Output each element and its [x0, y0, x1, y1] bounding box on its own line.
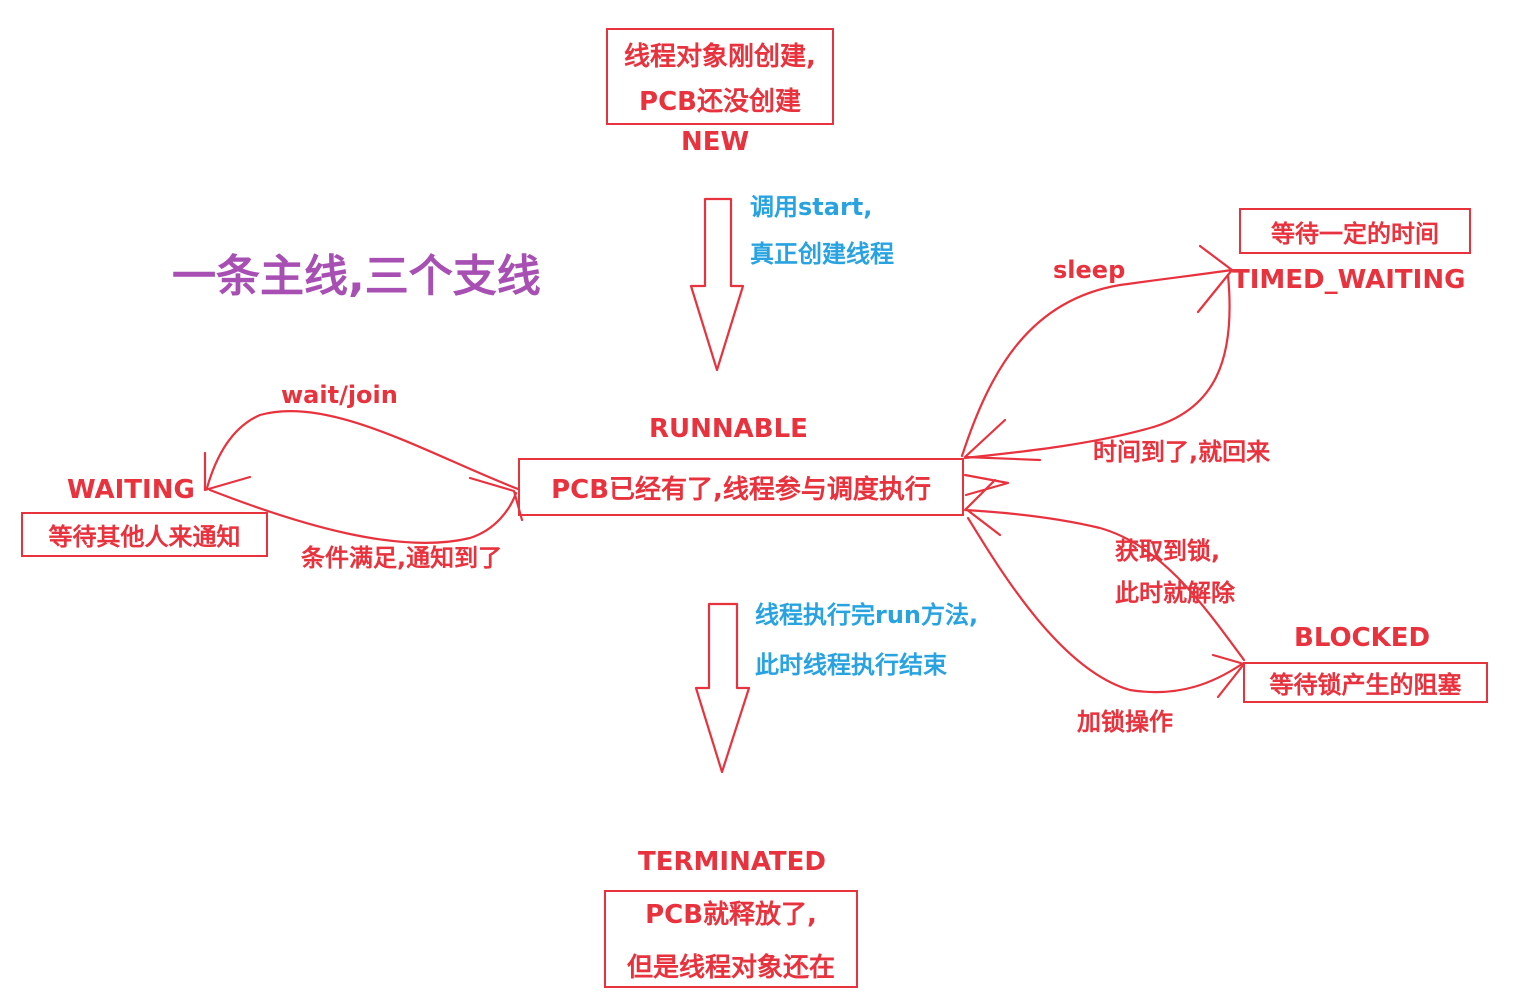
new-state-label: NEW — [681, 127, 750, 157]
start-transition-line-2: 真正创建线程 — [750, 240, 894, 268]
notified-transition: 条件满足,通知到了 — [301, 544, 503, 572]
runnable-state-box: PCB已经有了,线程参与调度执行 — [518, 458, 964, 516]
finish-transition-line-2: 此时线程执行结束 — [755, 651, 947, 679]
timed-waiting-state-label: TIMED_WAITING — [1232, 265, 1466, 295]
start-transition-line-1: 调用start, — [750, 193, 873, 221]
timed-waiting-desc: 等待一定的时间 — [1271, 219, 1439, 248]
terminated-desc-line-2: 但是线程对象还在 — [626, 953, 835, 983]
terminated-desc-line-1: PCB就释放了, — [645, 900, 817, 930]
arrowhead-waiting — [203, 451, 252, 492]
new-desc-line-1: 线程对象刚创建, — [624, 41, 816, 72]
arrowhead-runnable-from-timed — [963, 418, 1042, 462]
runnable-edge-arrowhead — [963, 473, 1010, 497]
arrow-runnable-to-blocked — [966, 516, 1244, 694]
waiting-state-box: 等待其他人来通知 — [21, 512, 268, 557]
new-state-box: 线程对象刚创建, PCB还没创建 — [606, 28, 834, 125]
arrow-timed-waiting-to-runnable — [963, 273, 1231, 460]
arrow-runnable-to-terminated — [694, 602, 751, 774]
new-desc-line-2: PCB还没创建 — [639, 86, 801, 117]
time-up-transition: 时间到了,就回来 — [1093, 438, 1271, 466]
arrow-waiting-to-runnable — [208, 488, 518, 544]
lock-transition: 加锁操作 — [1077, 708, 1173, 736]
waiting-desc: 等待其他人来通知 — [48, 523, 241, 551]
arrow-runnable-to-timed-waiting — [960, 268, 1234, 458]
blocked-desc: 等待锁产生的阻塞 — [1269, 671, 1462, 699]
terminated-state-box: PCB就释放了, 但是线程对象还在 — [604, 890, 858, 988]
runnable-desc: PCB已经有了,线程参与调度执行 — [551, 474, 931, 505]
wait-join-transition: wait/join — [281, 381, 398, 409]
got-lock-transition-line-1: 获取到锁, — [1115, 537, 1221, 565]
arrowhead-blocked — [1211, 653, 1246, 699]
got-lock-transition-line-2: 此时就解除 — [1115, 579, 1235, 607]
arrowhead-runnable-from-blocked — [964, 478, 1002, 537]
arrowhead-timed-waiting — [1196, 244, 1234, 314]
arrow-runnable-to-waiting — [205, 409, 520, 491]
sleep-transition: sleep — [1053, 256, 1126, 284]
arrow-blocked-to-runnable — [963, 508, 1246, 662]
terminated-state-label: TERMINATED — [638, 847, 827, 877]
runnable-state-label: RUNNABLE — [649, 414, 808, 444]
finish-transition-line-1: 线程执行完run方法, — [755, 601, 979, 629]
diagram-subtitle: 一条主线,三个支线 — [172, 251, 541, 302]
arrow-new-to-runnable — [689, 197, 745, 372]
blocked-state-box: 等待锁产生的阻塞 — [1243, 662, 1488, 703]
blocked-state-label: BLOCKED — [1294, 623, 1431, 653]
waiting-state-label: WAITING — [67, 475, 195, 505]
timed-waiting-state-box: 等待一定的时间 — [1239, 208, 1471, 254]
